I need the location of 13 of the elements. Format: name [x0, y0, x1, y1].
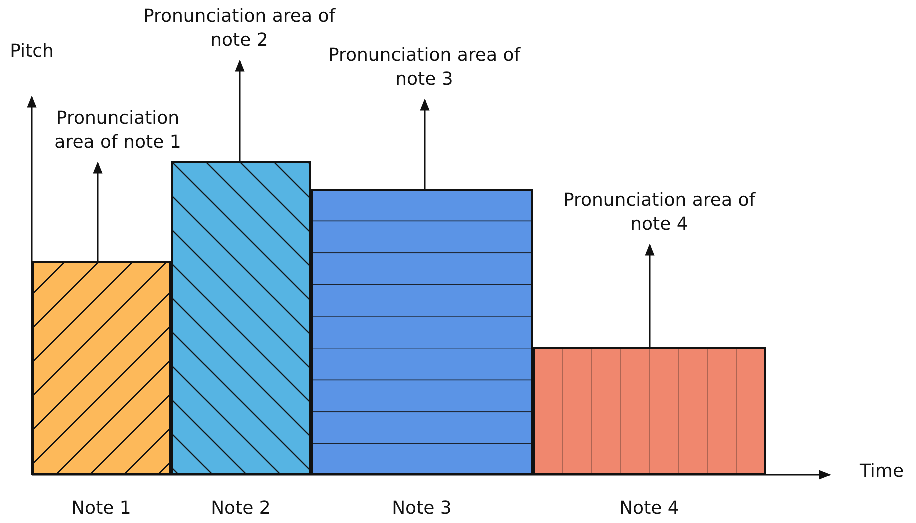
- note-label: Note 4: [618, 497, 680, 521]
- axis-title: Pitch: [9, 40, 55, 64]
- arrow: [93, 162, 103, 261]
- note-label: Note 3: [391, 497, 453, 521]
- note-label: Note 2: [210, 497, 272, 521]
- arrow: [235, 60, 245, 161]
- callout-text: Pronunciation area of note 3: [317, 44, 532, 92]
- arrow: [420, 98, 430, 189]
- arrow: [645, 244, 655, 347]
- axis-title: Time: [858, 460, 906, 484]
- note-label: Note 1: [70, 497, 132, 521]
- callout-text: Pronunciation area of note 4: [552, 189, 767, 237]
- callout-text: Pronunciation area of note 1: [38, 107, 198, 155]
